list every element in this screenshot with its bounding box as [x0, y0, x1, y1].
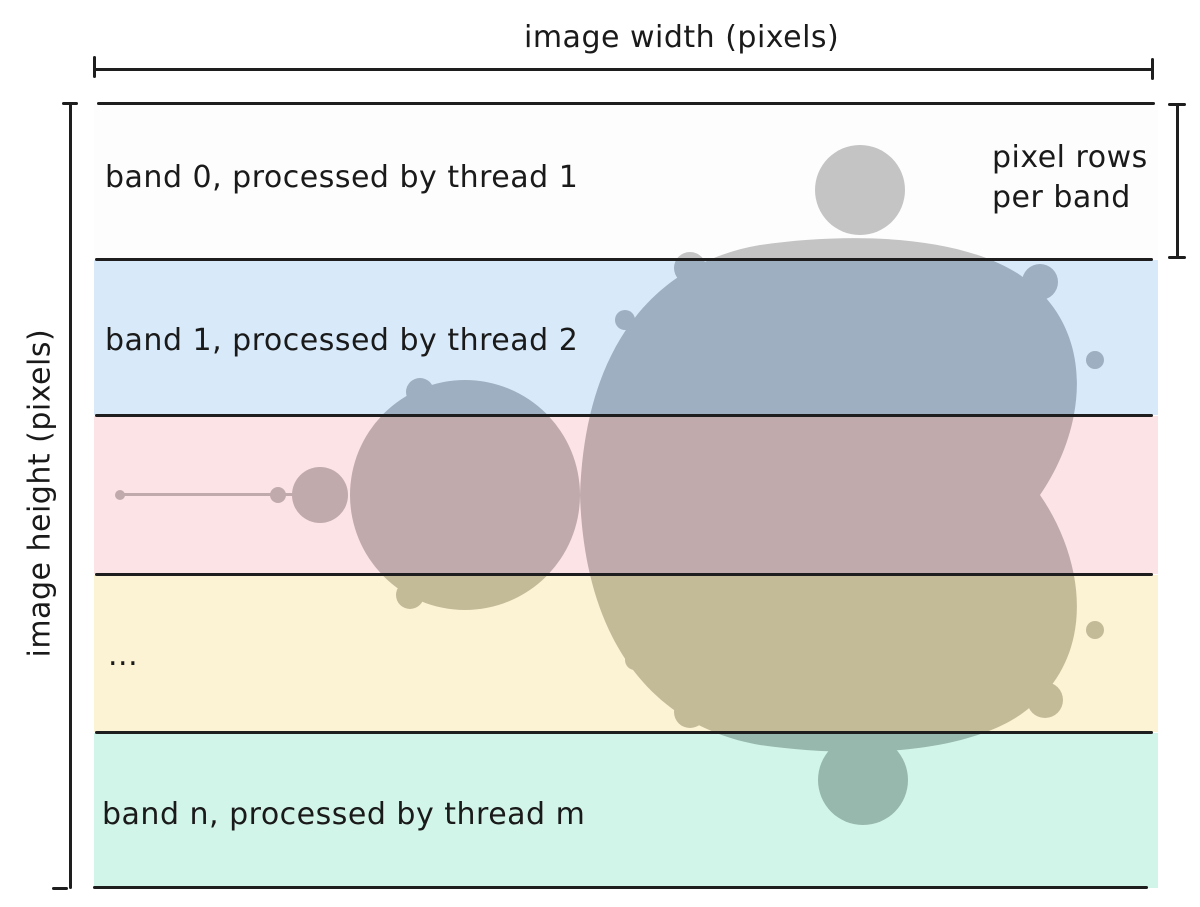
width-dimension-line	[94, 68, 1154, 71]
band-separator-2	[95, 414, 1153, 417]
band-n-label: band n, processed by thread m	[102, 797, 586, 832]
band-ellipsis-label: ...	[108, 638, 139, 673]
width-label: image width (pixels)	[524, 20, 840, 55]
band-height-tick-top	[1168, 103, 1186, 106]
band-height-label-line1: pixel rows	[992, 140, 1148, 175]
band-separator-1	[95, 258, 1153, 261]
band-n	[94, 733, 1158, 888]
band-separator-5	[93, 886, 1148, 889]
band-height-tick-bottom	[1168, 256, 1186, 259]
width-dimension-tick-right	[1151, 58, 1154, 80]
height-dimension-line	[69, 103, 72, 889]
height-dimension-tick-top	[62, 102, 78, 105]
height-label: image height (pixels)	[22, 328, 58, 658]
height-dimension-tick-bottom	[52, 887, 68, 890]
band-0	[94, 104, 1158, 259]
band-height-label-line2: per band	[992, 180, 1131, 215]
band-separator-4	[95, 731, 1153, 734]
band-separator-0	[97, 102, 1155, 105]
band-0-label: band 0, processed by thread 1	[105, 160, 579, 195]
band-1-label: band 1, processed by thread 2	[105, 323, 579, 358]
band-separator-3	[95, 573, 1153, 576]
band-height-bracket	[1176, 104, 1179, 257]
width-dimension-tick-left	[93, 56, 96, 78]
